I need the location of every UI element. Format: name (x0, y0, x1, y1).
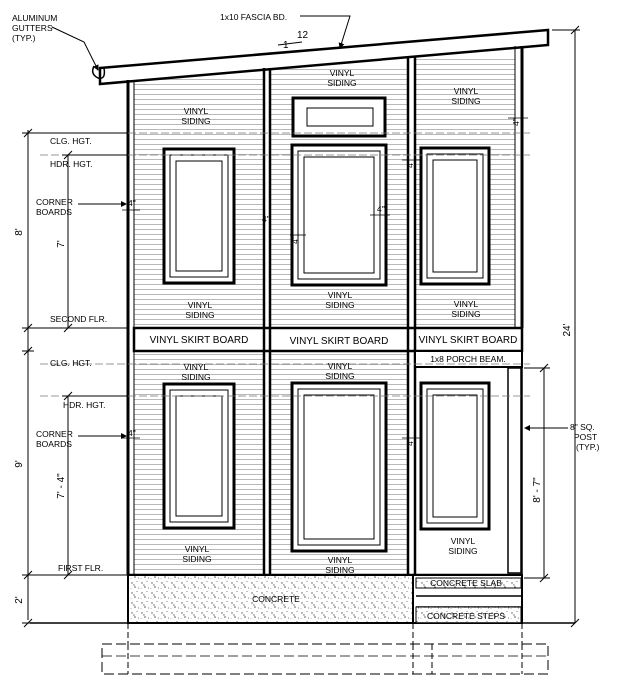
dim-foundation: 2' (14, 596, 25, 604)
siding-label: VINYL (454, 299, 479, 309)
pitch-rise: 1 (283, 40, 289, 51)
gutters-note-line1: ALUMINUM (12, 13, 57, 23)
clg-hgt-upper-label: CLG. HGT. (50, 136, 92, 146)
siding-label: VINYL (451, 536, 476, 546)
post-note-line3: (TYP.) (576, 442, 600, 452)
dim-post-height: 8' - 7" (532, 477, 543, 503)
leader-lines (51, 15, 568, 439)
window-lower-right (419, 381, 491, 531)
post-note-line2: POST (574, 432, 597, 442)
door-lower-middle (290, 381, 388, 553)
siding-label: SIDING (325, 371, 354, 381)
siding-label: SIDING (181, 116, 210, 126)
corner-boards-label: CORNER (36, 429, 73, 439)
siding-label: VINYL (328, 555, 353, 565)
siding-label: VINYL (328, 361, 353, 371)
siding-label: VINYL (328, 290, 353, 300)
siding-label: SIDING (181, 372, 210, 382)
second-floor-label: SECOND FLR. (50, 314, 107, 324)
gutter-icon (91, 65, 106, 80)
siding-label: SIDING (451, 309, 480, 319)
trim-width-label: 4" (405, 160, 415, 168)
fascia-note: 1x10 FASCIA BD. (220, 12, 287, 22)
trim-width-label: 4" (405, 438, 415, 446)
siding-label: SIDING (185, 310, 214, 320)
skirt-board-label: VINYL SKIRT BOARD (150, 335, 249, 346)
siding-label: SIDING (325, 565, 354, 575)
siding-label: VINYL (184, 362, 209, 372)
window-lower-left (162, 382, 236, 530)
dim-upper-floor: 8' (14, 228, 25, 236)
trim-width-label: 4" (290, 236, 300, 244)
concrete-label: CONCRETE (252, 594, 300, 604)
right-dimensions (524, 25, 580, 628)
trim-width-label: 4" (262, 214, 270, 224)
first-floor-label: FIRST FLR. (58, 563, 103, 573)
corner-boards-label: BOARDS (36, 439, 72, 449)
dim-lower-header: 7' - 4" (56, 473, 67, 499)
gutters-note-line2: GUTTERS (12, 23, 53, 33)
hdr-hgt-upper-label: HDR. HGT. (50, 159, 93, 169)
siding-label: VINYL (330, 68, 355, 78)
porch-post (507, 367, 522, 574)
dim-overall: 24' (562, 323, 573, 336)
porch-beam-label: 1x8 PORCH BEAM. (430, 354, 506, 364)
dim-lower-floor: 9' (14, 460, 25, 468)
trim-width-label: 4" (511, 118, 521, 126)
concrete-steps-label: CONCRETE STEPS (427, 611, 505, 621)
siding-label: VINYL (185, 544, 210, 554)
skirt-board-label: VINYL SKIRT BOARD (290, 336, 389, 347)
pitch-run: 12 (297, 30, 309, 41)
siding-label: VINYL (188, 300, 213, 310)
corner-boards-label: CORNER (36, 197, 73, 207)
post-note-line1: 8" SQ. (570, 422, 595, 432)
siding-label: VINYL (184, 106, 209, 116)
left-dimensions (22, 128, 128, 628)
window-upper-right (419, 146, 491, 286)
siding-label: SIDING (182, 554, 211, 564)
siding-label: SIDING (325, 300, 354, 310)
siding-label: SIDING (327, 78, 356, 88)
skirt-board-label: VINYL SKIRT BOARD (419, 335, 518, 346)
roof (91, 28, 550, 86)
concrete-slab-label: CONCRETE SLAB (430, 578, 502, 588)
gutters-note-line3: (TYP.) (12, 33, 36, 43)
siding-label: SIDING (448, 546, 477, 556)
window-upper-left (162, 147, 236, 285)
trim-width-label: 4" (377, 204, 385, 214)
trim-width-label: 4" (128, 428, 136, 438)
siding-label: VINYL (454, 86, 479, 96)
siding-label: SIDING (451, 96, 480, 106)
hdr-hgt-lower-label: HDR. HGT. (63, 400, 106, 410)
openings (162, 96, 491, 553)
dim-upper-header: 7' (56, 240, 67, 248)
foundation (30, 574, 575, 675)
trim-width-label: 4" (128, 198, 136, 208)
transom-window (291, 96, 387, 138)
trim-ticks (122, 117, 528, 439)
clg-hgt-lower-label: CLG. HGT. (50, 358, 92, 368)
corner-boards-label: BOARDS (36, 207, 72, 217)
